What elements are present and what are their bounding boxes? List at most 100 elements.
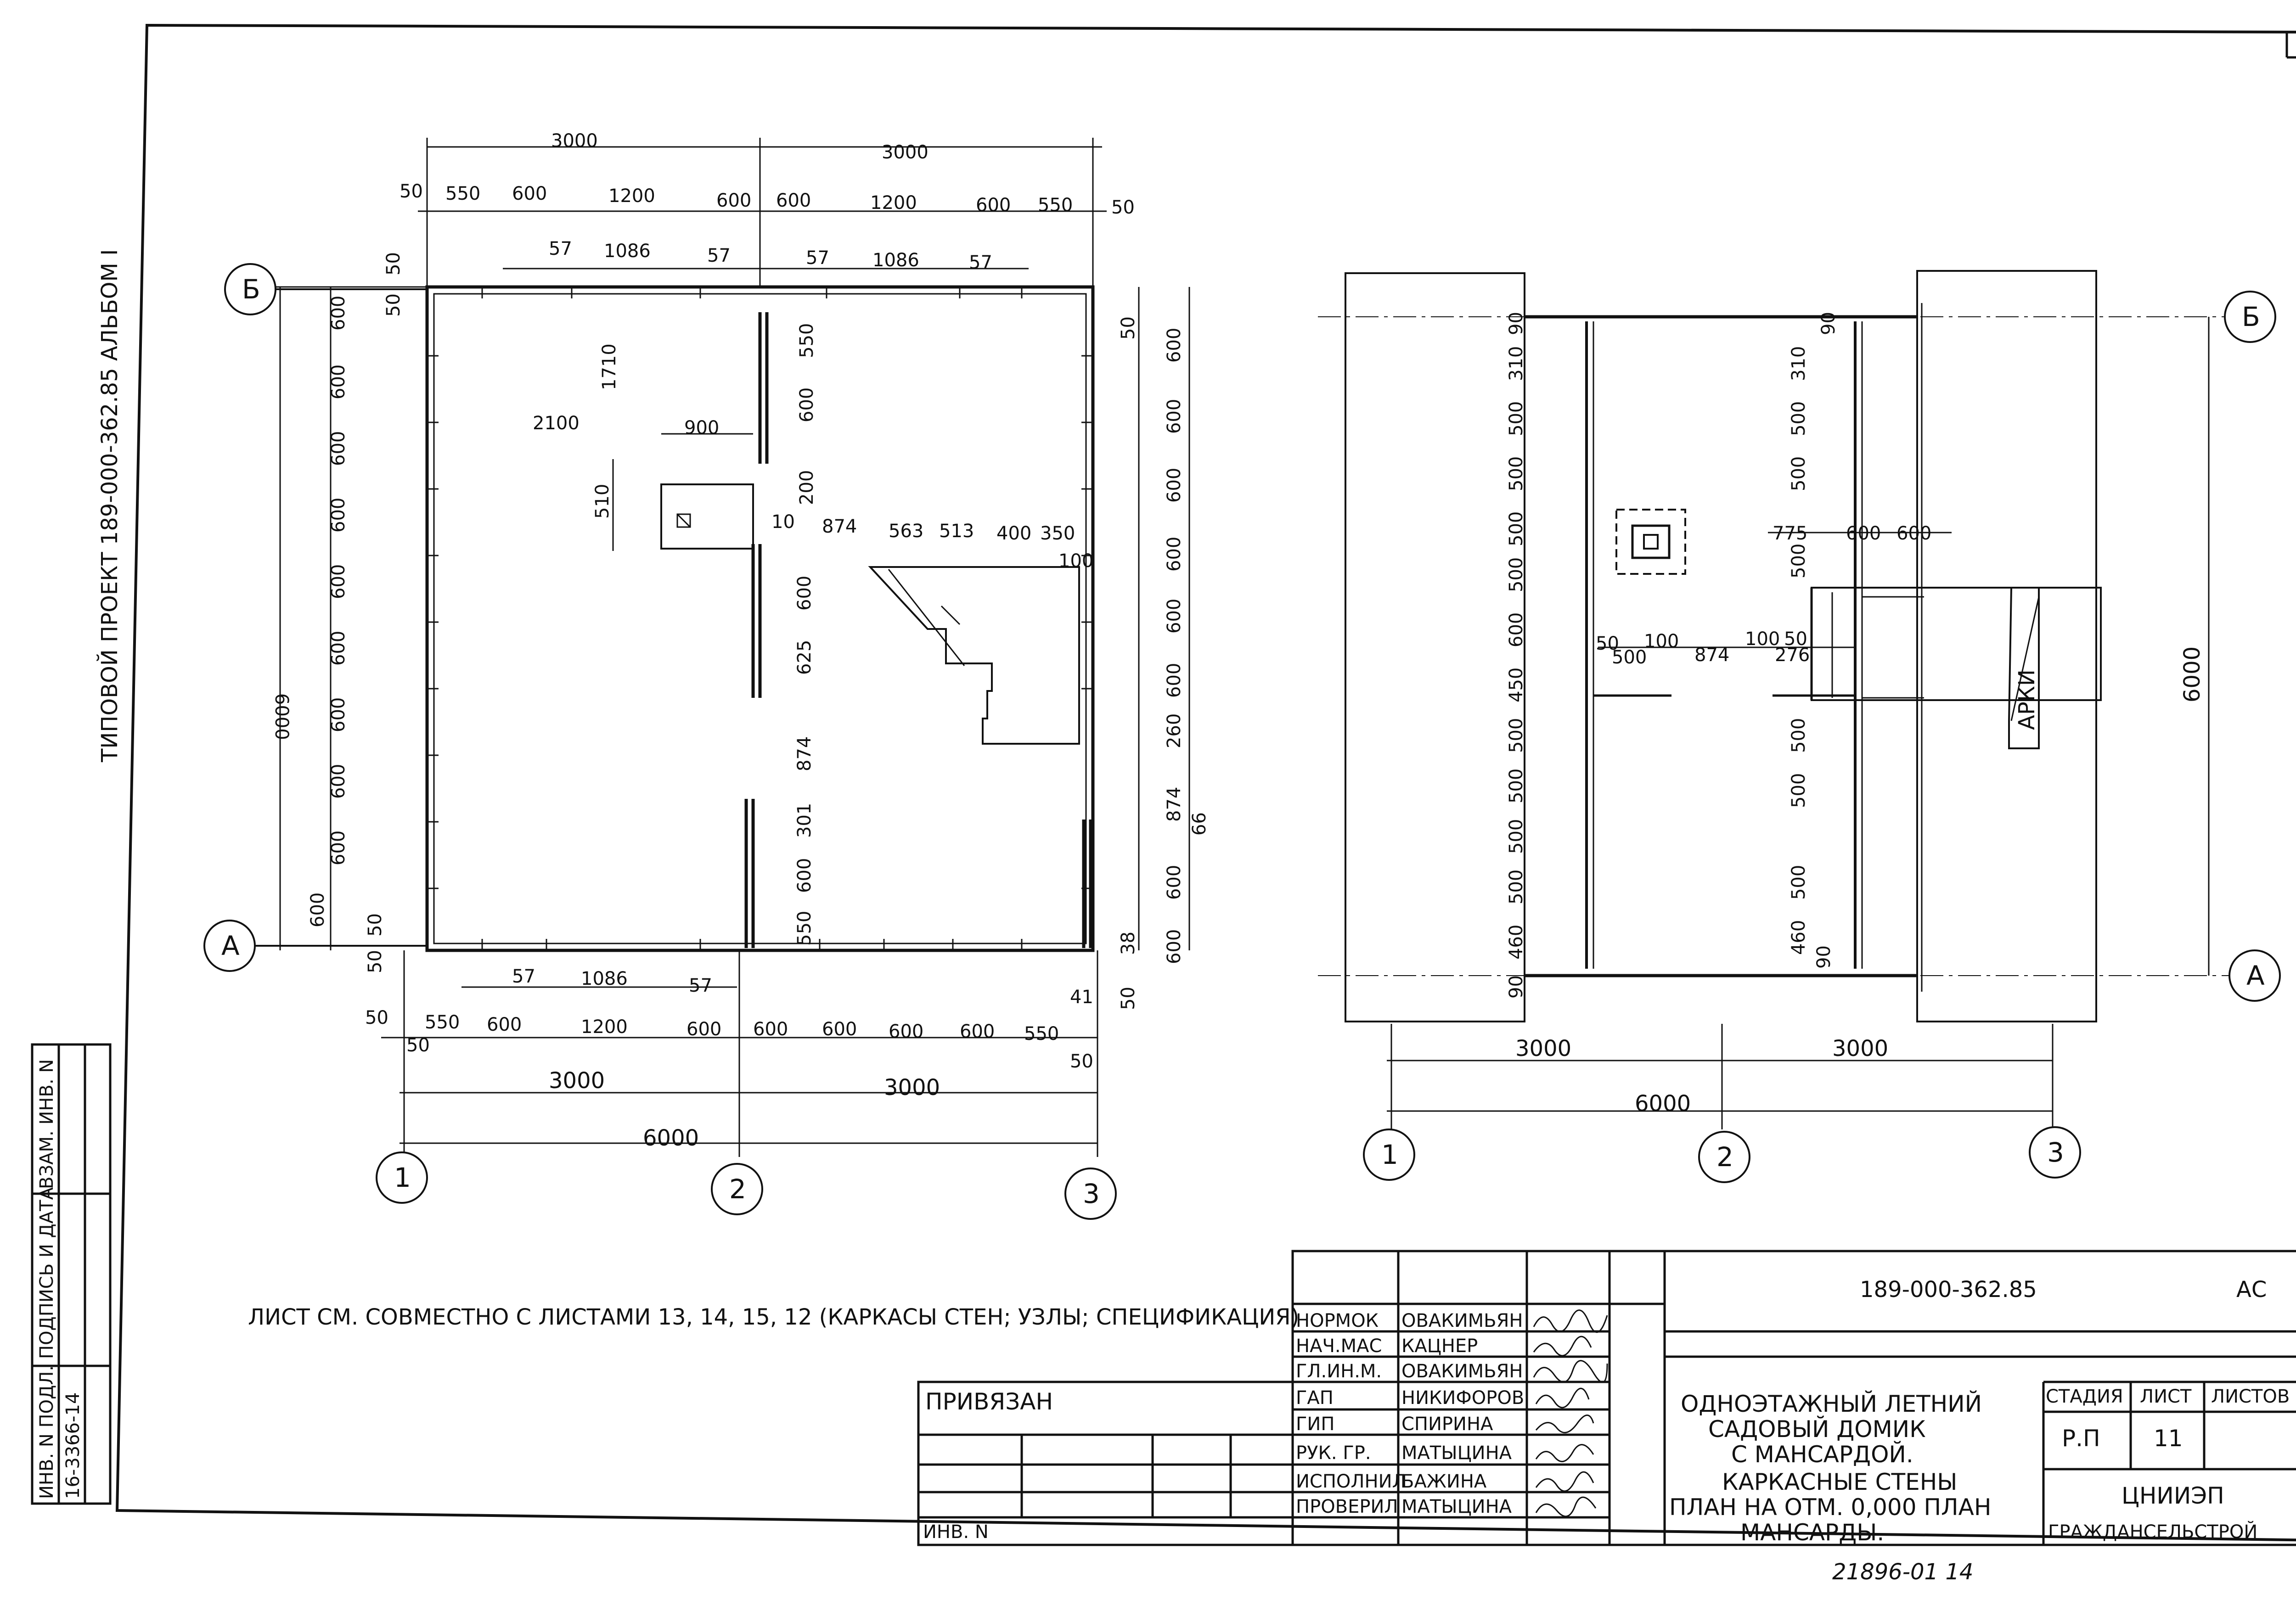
plan1-bottom-overall-1: 3000 xyxy=(884,1075,940,1100)
tb-name-3: НИКИФОРОВ xyxy=(1401,1387,1524,1409)
plan2-left-col-12: 460 xyxy=(1506,925,1527,960)
plan1-bottom-row2-8: 600 xyxy=(960,1021,995,1042)
plan1-left-row-1: 600 xyxy=(328,365,349,399)
plan2-interior-0: 775 xyxy=(1773,523,1807,544)
plan1-left-row-5: 600 xyxy=(328,631,349,666)
plan1-bottom-row1-1: 1086 xyxy=(581,968,628,989)
plan1-top-row1-0: 50 xyxy=(400,181,423,202)
plan1-dimension-text: 3000 3000 50 550 600 1200 600 600 1200 6… xyxy=(271,130,1210,1151)
plan1-bottom-row2-1: 550 xyxy=(425,1012,460,1033)
plan1-top-row1-3: 1200 xyxy=(608,185,655,207)
tb-name-2: ОВАКИМЬЯН xyxy=(1401,1361,1523,1382)
plan1-left-row-8: 600 xyxy=(328,831,349,865)
plan1-axis-3: 3 xyxy=(1083,1178,1100,1209)
plan1-left-row-0: 600 xyxy=(328,296,349,331)
tb-org1: ЦНИИЭП xyxy=(2122,1482,2224,1509)
plan2-interior-5: 500 xyxy=(1612,647,1647,668)
tb-name-1: КАЦНЕР xyxy=(1401,1336,1478,1357)
plan1-bottom-small-1: 50 xyxy=(1070,1051,1093,1072)
plan1-bottom-row1-2: 57 xyxy=(689,975,712,996)
tb-role-0: НОРМОК xyxy=(1296,1310,1379,1331)
tb-name-5: МАТЫЦИНА xyxy=(1401,1443,1512,1464)
plan2-mid-col-1: 310 xyxy=(1788,346,1809,381)
plan1-axis-markers xyxy=(203,263,1117,1220)
plan2-dimension-text: 90 310 500 500 500 500 600 450 500 500 5… xyxy=(1506,312,2205,1117)
plan2-interior-1: 600 xyxy=(1846,523,1881,544)
plan2-mid-col-5: 500 xyxy=(1788,718,1809,753)
plan2-interior-8: 50 xyxy=(1784,629,1807,650)
plan1-axis-b: Б xyxy=(242,274,260,305)
tb-stage-header: СТАДИЯ xyxy=(2046,1386,2123,1407)
plan2-arch-label: АРКИ xyxy=(2014,669,2040,730)
tb-mark: АС xyxy=(2236,1277,2267,1302)
plan1-bottom-row2-4: 600 xyxy=(687,1019,721,1040)
plan1-interior-5: 600 xyxy=(796,387,817,422)
plan2-left-col-10: 500 xyxy=(1506,819,1527,854)
plan2-interior-6: 874 xyxy=(1694,645,1729,666)
plan1-top-row1-2: 600 xyxy=(512,183,547,204)
plan2-bottom-overall-0: 3000 xyxy=(1515,1036,1571,1061)
plan2-left-col-3: 500 xyxy=(1506,456,1527,491)
tb-sheet-title-1: ПЛАН НА ОТМ. 0,000 ПЛАН xyxy=(1669,1494,1991,1521)
plan1-bottom-overall-0: 3000 xyxy=(549,1068,605,1094)
plan1-interior-18: 600 xyxy=(794,858,815,893)
plan1-interior-13: 100 xyxy=(1058,550,1093,572)
plan1-interior-6: 200 xyxy=(796,470,817,505)
plan1-studs xyxy=(427,287,1093,950)
plan2-mid-col-4: 500 xyxy=(1788,544,1809,578)
plan1-left-small-3: 50 xyxy=(365,950,386,973)
tb-sheets-header: ЛИСТОВ xyxy=(2211,1386,2290,1407)
plan2-interior-4: 100 xyxy=(1644,631,1679,652)
plan1-top-row2-0: 57 xyxy=(549,238,572,259)
plan1-bottom-row2-0: 50 xyxy=(365,1007,388,1028)
plan1-right-small-2: 41 xyxy=(1070,987,1093,1008)
plan1-right-small-0: 66 xyxy=(1189,812,1210,836)
plan2-mid-col-3: 500 xyxy=(1788,456,1809,491)
tb-inv-n: ИНВ. N xyxy=(923,1521,989,1543)
plan1-interior-10: 513 xyxy=(939,521,974,542)
plan2-axis-2: 2 xyxy=(1716,1141,1733,1173)
plan1-top-row1-5: 600 xyxy=(776,190,811,211)
tb-sheet-title-2: МАНСАРДЫ. xyxy=(1740,1519,1884,1546)
plan1-top-row1-4: 600 xyxy=(716,190,751,211)
plan1-top-row1-8: 550 xyxy=(1038,195,1073,216)
plan2-interior-3: 50 xyxy=(1596,633,1619,654)
plan1-bottom-small-0: 50 xyxy=(406,1035,430,1056)
plan2-left-col-7: 450 xyxy=(1506,668,1527,702)
plan2-left-col-6: 600 xyxy=(1506,612,1527,647)
note-text: ЛИСТ СМ. СОВМЕСТНО С ЛИСТАМИ 13, 14, 15,… xyxy=(248,1304,1299,1330)
plan1-interior-8: 874 xyxy=(822,516,857,537)
tb-roles: НОРМОК ОВАКИМЬЯН НАЧ.МАС КАЦНЕР ГЛ.ИН.М.… xyxy=(1296,1310,1524,1517)
tb-role-3: ГАП xyxy=(1296,1387,1334,1409)
plan1-left-row-9: 600 xyxy=(307,893,328,927)
plan1-bottom-row1-0: 57 xyxy=(512,966,535,987)
plan2-left-col-9: 500 xyxy=(1506,769,1527,803)
plan1-interior-15: 625 xyxy=(794,640,815,675)
plan1-bottom-row2-5: 600 xyxy=(753,1019,788,1040)
plan1-bottom-row2-3: 1200 xyxy=(581,1016,628,1038)
tb-signatures xyxy=(1533,1309,1608,1517)
left-stamp xyxy=(31,1043,112,1505)
left-stamp-col1: ИНВ. N ПОДЛ. xyxy=(36,1365,57,1499)
tb-object-title-2: С МАНСАРДОЙ. xyxy=(1731,1441,1913,1468)
plan1-interior-9: 563 xyxy=(889,521,923,542)
tb-sheet-header: ЛИСТ xyxy=(2140,1386,2192,1407)
plan1-top-row2-3: 57 xyxy=(806,247,829,269)
plan2-left-col-1: 310 xyxy=(1506,346,1527,381)
tb-sheet-title-0: КАРКАСНЫЕ СТЕНЫ xyxy=(1722,1469,1957,1495)
plan1-left-row-4: 600 xyxy=(328,564,349,599)
plan2-interior-7: 100 xyxy=(1745,629,1780,650)
tb-code: 189-000-362.85 xyxy=(1860,1277,2037,1302)
plan2-interior-2: 600 xyxy=(1896,523,1931,544)
left-stamp-inv-value: 16-3366-14 xyxy=(62,1392,84,1499)
plan2-left-col-13: 90 xyxy=(1506,975,1527,999)
plan1-left-row-2: 600 xyxy=(328,431,349,466)
plan2-mid-col-6: 500 xyxy=(1788,773,1809,808)
sheet-frame xyxy=(115,23,2296,1542)
plan2-mid-col-0: 90 xyxy=(1818,312,1839,335)
plan1-bottom-row2-7: 600 xyxy=(889,1021,923,1042)
side-label: ТИПОВОЙ ПРОЕКТ 189-000-362.85 АЛЬБОМ I xyxy=(96,249,123,763)
plan2-left-col-4: 500 xyxy=(1506,511,1527,546)
plan2-axis-b: Б xyxy=(2242,301,2260,332)
